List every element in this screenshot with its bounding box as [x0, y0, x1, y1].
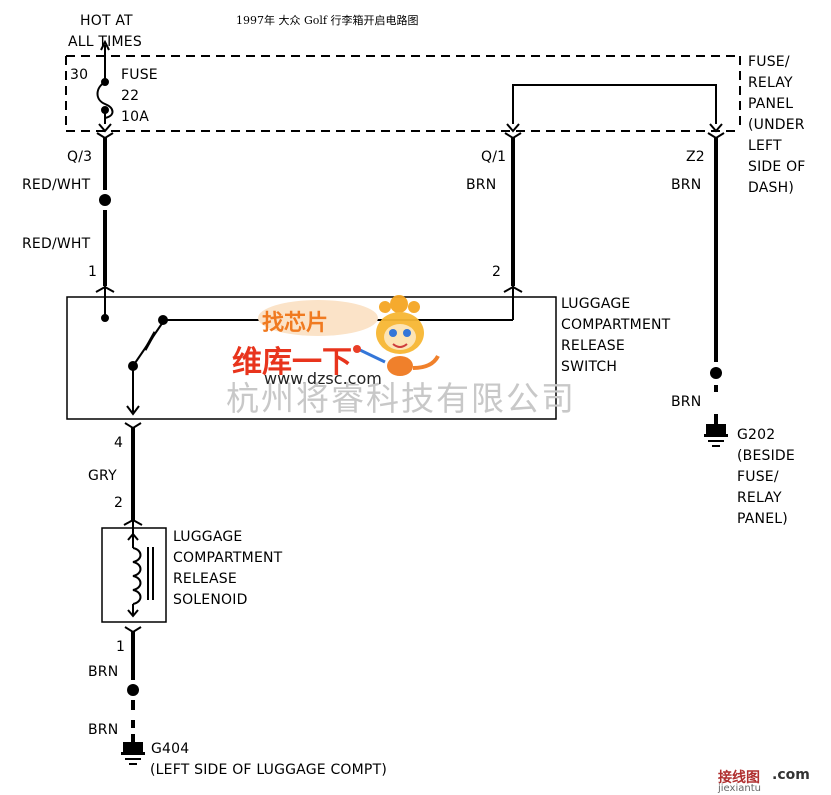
wire-color-red-wht-upper: RED/WHT: [22, 177, 91, 193]
wire-color-red-wht-lower: RED/WHT: [22, 236, 91, 252]
corner-url-watermark: jiexiantu: [718, 783, 761, 794]
wire-color-brn-q1: BRN: [466, 177, 497, 193]
ground-g404-symbol: [121, 742, 145, 765]
badge-watermark-text: 找芯片: [262, 311, 329, 336]
switch-pin-4: 4: [114, 435, 124, 451]
splice-dot: [710, 367, 722, 379]
fuse-name-label: FUSE: [121, 67, 158, 83]
wire-color-brn-g202: BRN: [671, 394, 702, 410]
connector-q3-label: Q/3: [67, 149, 93, 165]
solenoid-pin-1: 1: [116, 639, 126, 655]
circuit-30-label: 30: [70, 67, 89, 83]
brand-watermark: 维库一下: [232, 345, 352, 380]
diagram-title: 1997年 大众 Golf 行李箱开启电路图: [236, 14, 419, 27]
ground-g202-label: G202 (BESIDE FUSE/ RELAY PANEL): [737, 427, 795, 527]
fuse-relay-panel-outline: [65, 55, 741, 132]
fuse-22: [96, 39, 114, 133]
mascot-watermark: [353, 295, 440, 376]
wire-color-brn-solenoid-lower: BRN: [88, 722, 119, 738]
solenoid-coil: [127, 528, 154, 618]
panel-internal-link: [506, 84, 723, 133]
fuse-number-label: 22: [121, 88, 140, 104]
ground-g404-location: (LEFT SIDE OF LUGGAGE COMPT): [150, 762, 387, 778]
company-watermark: 杭州将睿科技有限公司: [226, 379, 576, 418]
splice-dot: [127, 684, 139, 696]
solenoid-pin-2: 2: [114, 495, 124, 511]
switch-pin-1: 1: [88, 264, 98, 280]
connector-z2-label: Z2: [686, 149, 705, 165]
ground-g202-symbol: [704, 424, 728, 447]
solenoid-description: LUGGAGE COMPARTMENT RELEASE SOLENOID: [173, 529, 283, 608]
corner-brand-watermark: 接线图: [718, 770, 760, 786]
corner-dot-watermark: .com: [772, 767, 810, 783]
badge-watermark: [258, 300, 378, 336]
wire-color-gry: GRY: [88, 468, 117, 484]
fuse-rating-label: 10A: [121, 109, 149, 125]
hot-at-label: HOT AT: [80, 13, 133, 29]
all-times-label: ALL TIMES: [68, 34, 142, 50]
switch-box: [66, 296, 557, 420]
switch-pin-2: 2: [492, 264, 502, 280]
ground-g404-name: G404: [151, 741, 190, 757]
connector-q1-label: Q/1: [481, 149, 507, 165]
splice-dot: [99, 194, 111, 206]
switch-description: LUGGAGE COMPARTMENT RELEASE SWITCH: [561, 296, 671, 375]
url-watermark: www.dzsc.com: [264, 369, 382, 388]
wire-color-brn-solenoid-upper: BRN: [88, 664, 119, 680]
panel-description: FUSE/ RELAY PANEL (UNDER LEFT SIDE OF DA…: [748, 54, 806, 196]
wire-color-brn-z2: BRN: [671, 177, 702, 193]
